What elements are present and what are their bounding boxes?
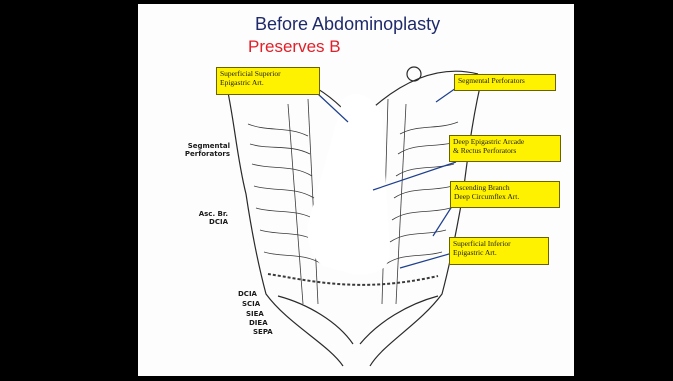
slide: Before Abdominoplasty Preserves B Superf… (138, 4, 574, 376)
callout-segmental-perforators: Segmental Perforators (454, 74, 556, 91)
label-dcia: DCIA (238, 291, 257, 299)
label-diea: DIEA (249, 320, 268, 328)
callout-ascending-branch: Ascending Branch Deep Circumflex Art. (450, 181, 560, 208)
callout-superficial-inferior-epigastric: Superficial Inferior Epigastric Art. (449, 237, 549, 265)
label-siea: SIEA (246, 311, 264, 319)
label-asc-br-dcia: Asc. Br. DCIA (188, 211, 228, 226)
label-scia: SCIA (242, 301, 260, 309)
callout-superficial-superior-epigastric: Superficial Superior Epigastric Art. (216, 67, 320, 95)
slide-title: Before Abdominoplasty (255, 14, 440, 35)
label-sepa: SEPA (253, 329, 273, 337)
slide-subtitle: Preserves B (248, 37, 341, 57)
callout-deep-epigastric-arcade: Deep Epigastric Arcade & Rectus Perforat… (449, 135, 561, 162)
label-segmental-perforators-left: Segmental Perforators (178, 143, 230, 158)
